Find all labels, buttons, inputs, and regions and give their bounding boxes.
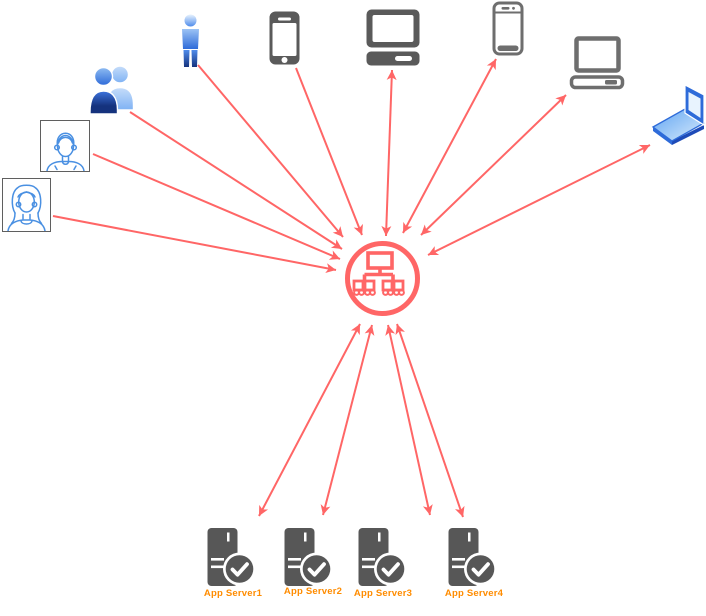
man-avatar-icon — [45, 132, 85, 171]
arrow-person-figure-to-hub — [197, 64, 344, 238]
server-label-2: App Server2 — [283, 586, 343, 597]
man-avatar-card — [40, 120, 90, 172]
load-balancer-hub — [345, 241, 420, 316]
arrow-woman-avatar-to-hub — [52, 215, 337, 274]
woman-avatar-card — [2, 178, 51, 232]
arrow-man-avatar-to-hub — [92, 153, 341, 260]
desktop-computer-icon — [366, 9, 420, 66]
server-icon-4 — [448, 528, 497, 586]
arrow-hub-to-server4 — [395, 323, 465, 518]
server-label-1: App Server1 — [203, 588, 263, 599]
users-group-icon — [89, 65, 135, 115]
arrow-laptop-outline-to-hub — [420, 94, 567, 236]
smartphone-filled-icon — [269, 11, 300, 65]
hub-circle — [345, 241, 420, 316]
server-icon-1 — [207, 528, 256, 586]
server-icon-3 — [358, 528, 407, 586]
woman-avatar-icon — [6, 184, 46, 231]
arrow-hub-to-server1 — [258, 323, 361, 517]
arrow-hub-to-server2 — [320, 324, 375, 516]
arrow-smartphone-filled-to-hub — [295, 67, 363, 236]
arrow-laptop-3d-to-hub — [427, 144, 651, 256]
person-3d-icon — [182, 14, 199, 67]
laptop-outline-icon — [569, 36, 625, 90]
arrow-hub-to-server3 — [385, 324, 433, 516]
server-label-4: App Server4 — [444, 588, 504, 599]
smartphone-outline-icon — [492, 1, 524, 56]
server-label-3: App Server3 — [353, 588, 413, 599]
server-icon-2 — [284, 528, 333, 586]
arrow-users-group-to-hub — [129, 111, 343, 250]
arrow-desktop-to-hub — [381, 69, 397, 237]
sitemap-icon — [352, 251, 405, 296]
laptop-3d-icon — [651, 84, 706, 145]
